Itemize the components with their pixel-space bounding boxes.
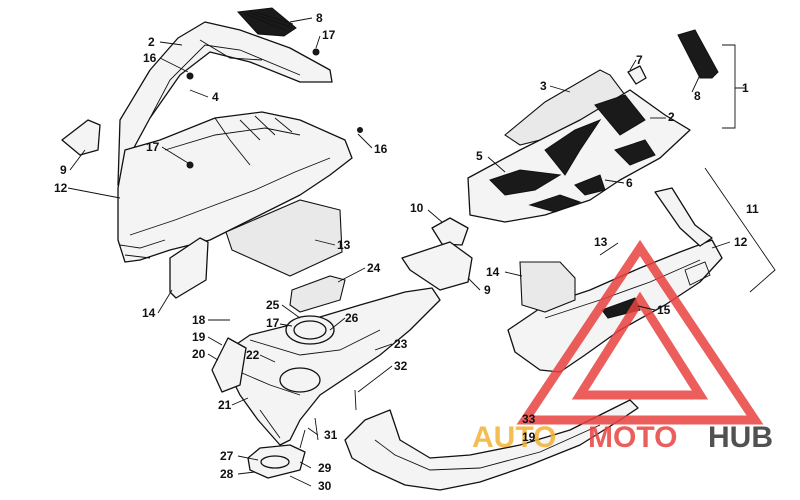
callout-25: 25 xyxy=(266,298,280,312)
callout-32: 32 xyxy=(394,359,408,373)
vent-8-right xyxy=(677,29,719,79)
callout-17: 17 xyxy=(146,140,160,154)
watermark-moto: MOTO xyxy=(588,421,677,454)
callout-26: 26 xyxy=(345,311,359,325)
watermark-triangle-icon xyxy=(516,239,764,425)
leader-lines xyxy=(67,17,731,487)
part-10 xyxy=(431,217,469,246)
callout-16: 16 xyxy=(143,51,157,65)
hood-upper-assembly xyxy=(117,7,333,186)
callout-12: 12 xyxy=(54,181,68,195)
callout-9: 9 xyxy=(60,163,67,177)
callout-13: 13 xyxy=(594,235,608,249)
callout-18: 18 xyxy=(192,313,206,327)
pad-24 xyxy=(289,275,346,313)
bracket-left xyxy=(61,119,101,156)
pad-14-left xyxy=(169,237,209,299)
callout-28: 28 xyxy=(220,467,234,481)
callout-13: 13 xyxy=(337,238,351,252)
callout-12: 12 xyxy=(734,235,748,249)
watermark-hub: HUB xyxy=(708,421,773,454)
callout-23: 23 xyxy=(394,337,408,351)
hood-right-assembly xyxy=(467,29,719,223)
callout-11: 11 xyxy=(746,202,759,216)
callout-4: 4 xyxy=(212,90,219,104)
callout-31: 31 xyxy=(324,428,338,442)
bracket-1 xyxy=(722,44,745,129)
callout-9: 9 xyxy=(484,283,491,297)
side-panel-11 xyxy=(507,187,723,373)
callout-30: 30 xyxy=(318,479,332,493)
callout-27: 27 xyxy=(220,449,234,463)
callout-17: 17 xyxy=(266,316,280,330)
pad-14-right xyxy=(519,261,576,313)
callout-8: 8 xyxy=(316,11,323,25)
callout-1: 1 xyxy=(742,81,749,95)
callout-5: 5 xyxy=(476,149,483,163)
callout-8: 8 xyxy=(694,89,701,103)
foam-pad-left xyxy=(225,199,343,277)
callout-17: 17 xyxy=(322,28,336,42)
callout-16: 16 xyxy=(374,142,388,156)
callout-2: 2 xyxy=(148,35,155,49)
callout-33: 33 xyxy=(522,412,536,426)
callout-24: 24 xyxy=(367,261,381,275)
watermark-auto: AUTO xyxy=(472,421,556,454)
skid-plate xyxy=(344,399,639,491)
panel-9-right xyxy=(401,241,473,291)
callout-7: 7 xyxy=(636,53,643,67)
callout-14: 14 xyxy=(142,306,156,320)
callout-15: 15 xyxy=(657,303,671,317)
nosepan xyxy=(117,72,363,263)
callout-29: 29 xyxy=(318,461,332,475)
bracket-11 xyxy=(704,167,776,293)
callout-labels: 8 17 2 16 4 17 16 9 12 13 24 14 18 25 17… xyxy=(54,11,759,493)
callout-6: 6 xyxy=(626,176,633,190)
belly-pan xyxy=(211,287,441,479)
watermark: AUTO MOTO HUB xyxy=(472,239,773,454)
callout-10: 10 xyxy=(410,201,424,215)
callout-3: 3 xyxy=(540,79,547,93)
callout-19: 19 xyxy=(192,330,206,344)
callout-19: 19 xyxy=(522,430,536,444)
callout-2: 2 xyxy=(668,110,675,124)
callout-14: 14 xyxy=(486,265,500,279)
callout-21: 21 xyxy=(218,398,232,412)
callout-22: 22 xyxy=(246,348,260,362)
callout-20: 20 xyxy=(192,347,206,361)
